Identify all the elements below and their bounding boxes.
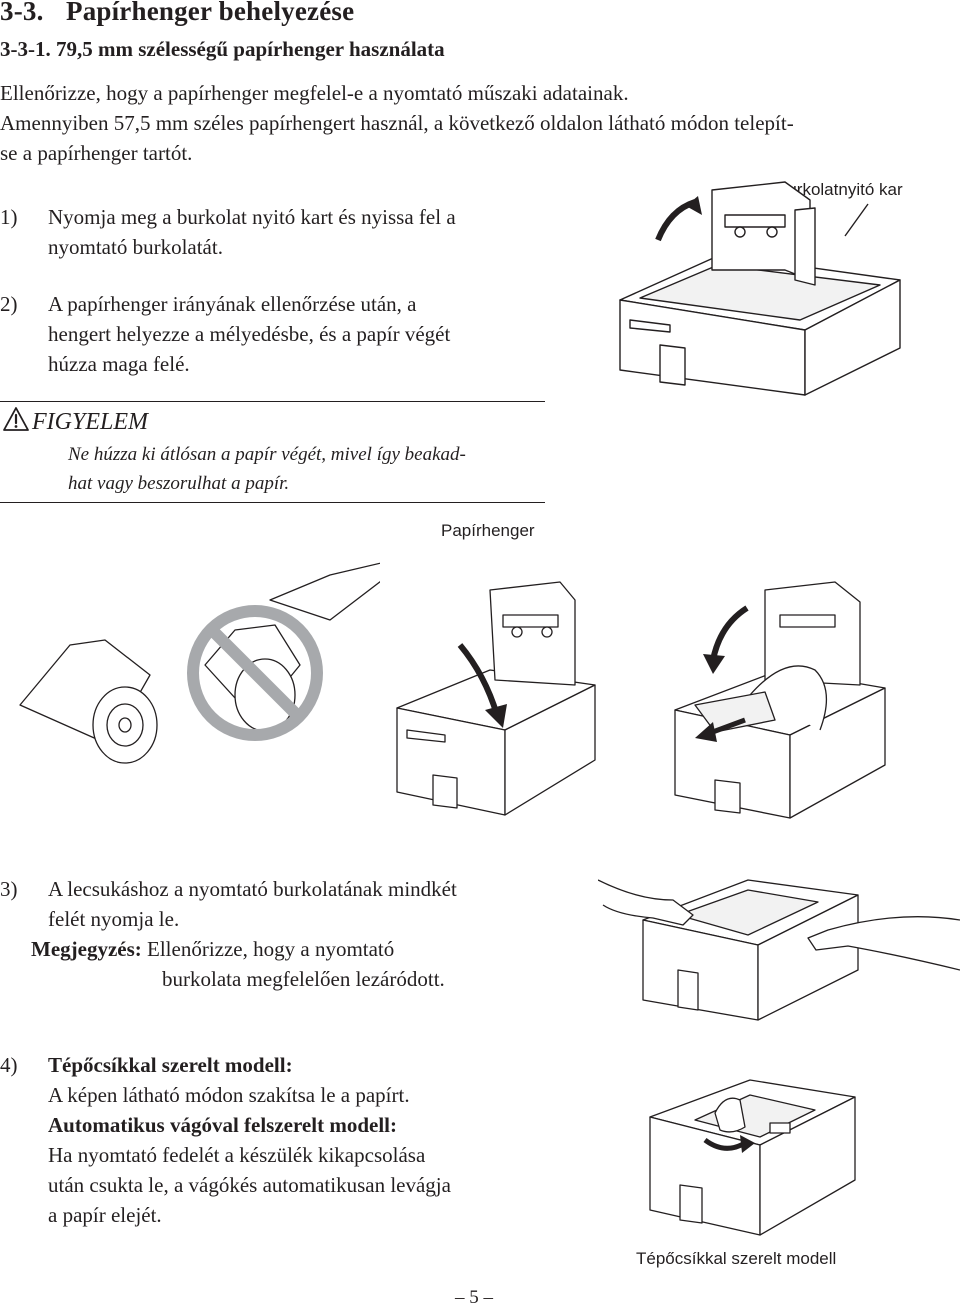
step-number: 1) xyxy=(0,205,18,229)
paper-roll-label: Papírhenger xyxy=(441,521,535,540)
note-line: burkolata megfelelően lezáródott. xyxy=(162,967,445,991)
step-line: A lecsukáshoz a nyomtató burkolatának mi… xyxy=(48,877,457,901)
warning-triangle-icon xyxy=(2,406,32,432)
model-title: Automatikus vágóval felszerelt modell: xyxy=(48,1113,397,1137)
warning-line: Ne húzza ki átlósan a papír végét, mivel… xyxy=(68,444,466,465)
section-heading: 3-3. Papírhenger behelyezése xyxy=(0,0,354,27)
step-line: A papírhenger irányának ellenőrzése után… xyxy=(48,292,417,316)
printer-open-illustration xyxy=(600,170,940,410)
paper-roll-orientation-illustration xyxy=(10,545,380,845)
note-label: Megjegyzés: xyxy=(31,937,142,961)
warning-title: FIGYELEM xyxy=(2,406,148,436)
intro-line: se a papírhenger tartót. xyxy=(0,141,193,165)
step-number: 2) xyxy=(0,292,18,316)
section-title: Papírhenger behelyezése xyxy=(66,0,355,26)
model-text-line: a papír elejét. xyxy=(48,1203,162,1227)
subsection-heading: 3-3-1. 79,5 mm szélességű papírhenger ha… xyxy=(0,37,445,61)
step-line: Nyomja meg a burkolat nyitó kart és nyis… xyxy=(48,205,456,229)
step-line: hengert helyezze a mélyedésbe, és a papí… xyxy=(48,322,451,346)
intro-paragraph: Ellenőrizze, hogy a papírhenger megfelel… xyxy=(0,78,958,168)
intro-line: Ellenőrizze, hogy a papírhenger megfelel… xyxy=(0,81,629,105)
model-text-line: Ha nyomtató fedelét a készülék kikapcsol… xyxy=(48,1143,426,1167)
step-number: 4) xyxy=(0,1053,18,1077)
note-line: Ellenőrizze, hogy a nyomtató xyxy=(147,937,395,961)
step-number: 3) xyxy=(0,877,18,901)
close-cover-illustration xyxy=(598,860,960,1025)
warning-title-text: FIGYELEM xyxy=(32,409,148,435)
warning-text: Ne húzza ki átlósan a papír végét, mivel… xyxy=(68,440,466,498)
warning-top-rule xyxy=(0,401,545,402)
intro-line: Amennyiben 57,5 mm széles papírhengert h… xyxy=(0,111,794,135)
model-text-line: után csukta le, a vágókés automatikusan … xyxy=(48,1173,451,1197)
roll-insertion-illustration xyxy=(385,560,600,845)
step-line: felét nyomja le. xyxy=(48,907,180,931)
warning-bottom-rule xyxy=(0,502,545,503)
warning-line: hat vagy beszorulhat a papír. xyxy=(68,473,290,494)
prohibited-sign-icon xyxy=(187,605,323,741)
model-text: A képen látható módon szakítsa le a papí… xyxy=(48,1083,410,1107)
model-title: Tépőcsíkkal szerelt modell: xyxy=(48,1053,293,1077)
section-number: 3-3. xyxy=(0,0,44,26)
cover-lever-label: Burkolatnyitó kar xyxy=(776,180,903,199)
tear-paper-illustration xyxy=(640,1065,865,1245)
page-number: – 5 – xyxy=(455,1287,493,1308)
step-3-note: Megjegyzés: Ellenőrizze, hogy a nyomtató xyxy=(31,934,394,964)
step-line: húzza maga felé. xyxy=(48,352,190,376)
step-line: nyomtató burkolatát. xyxy=(48,235,223,259)
paper-pull-illustration xyxy=(655,570,945,845)
tear-bar-model-label: Tépőcsíkkal szerelt modell xyxy=(636,1249,837,1268)
